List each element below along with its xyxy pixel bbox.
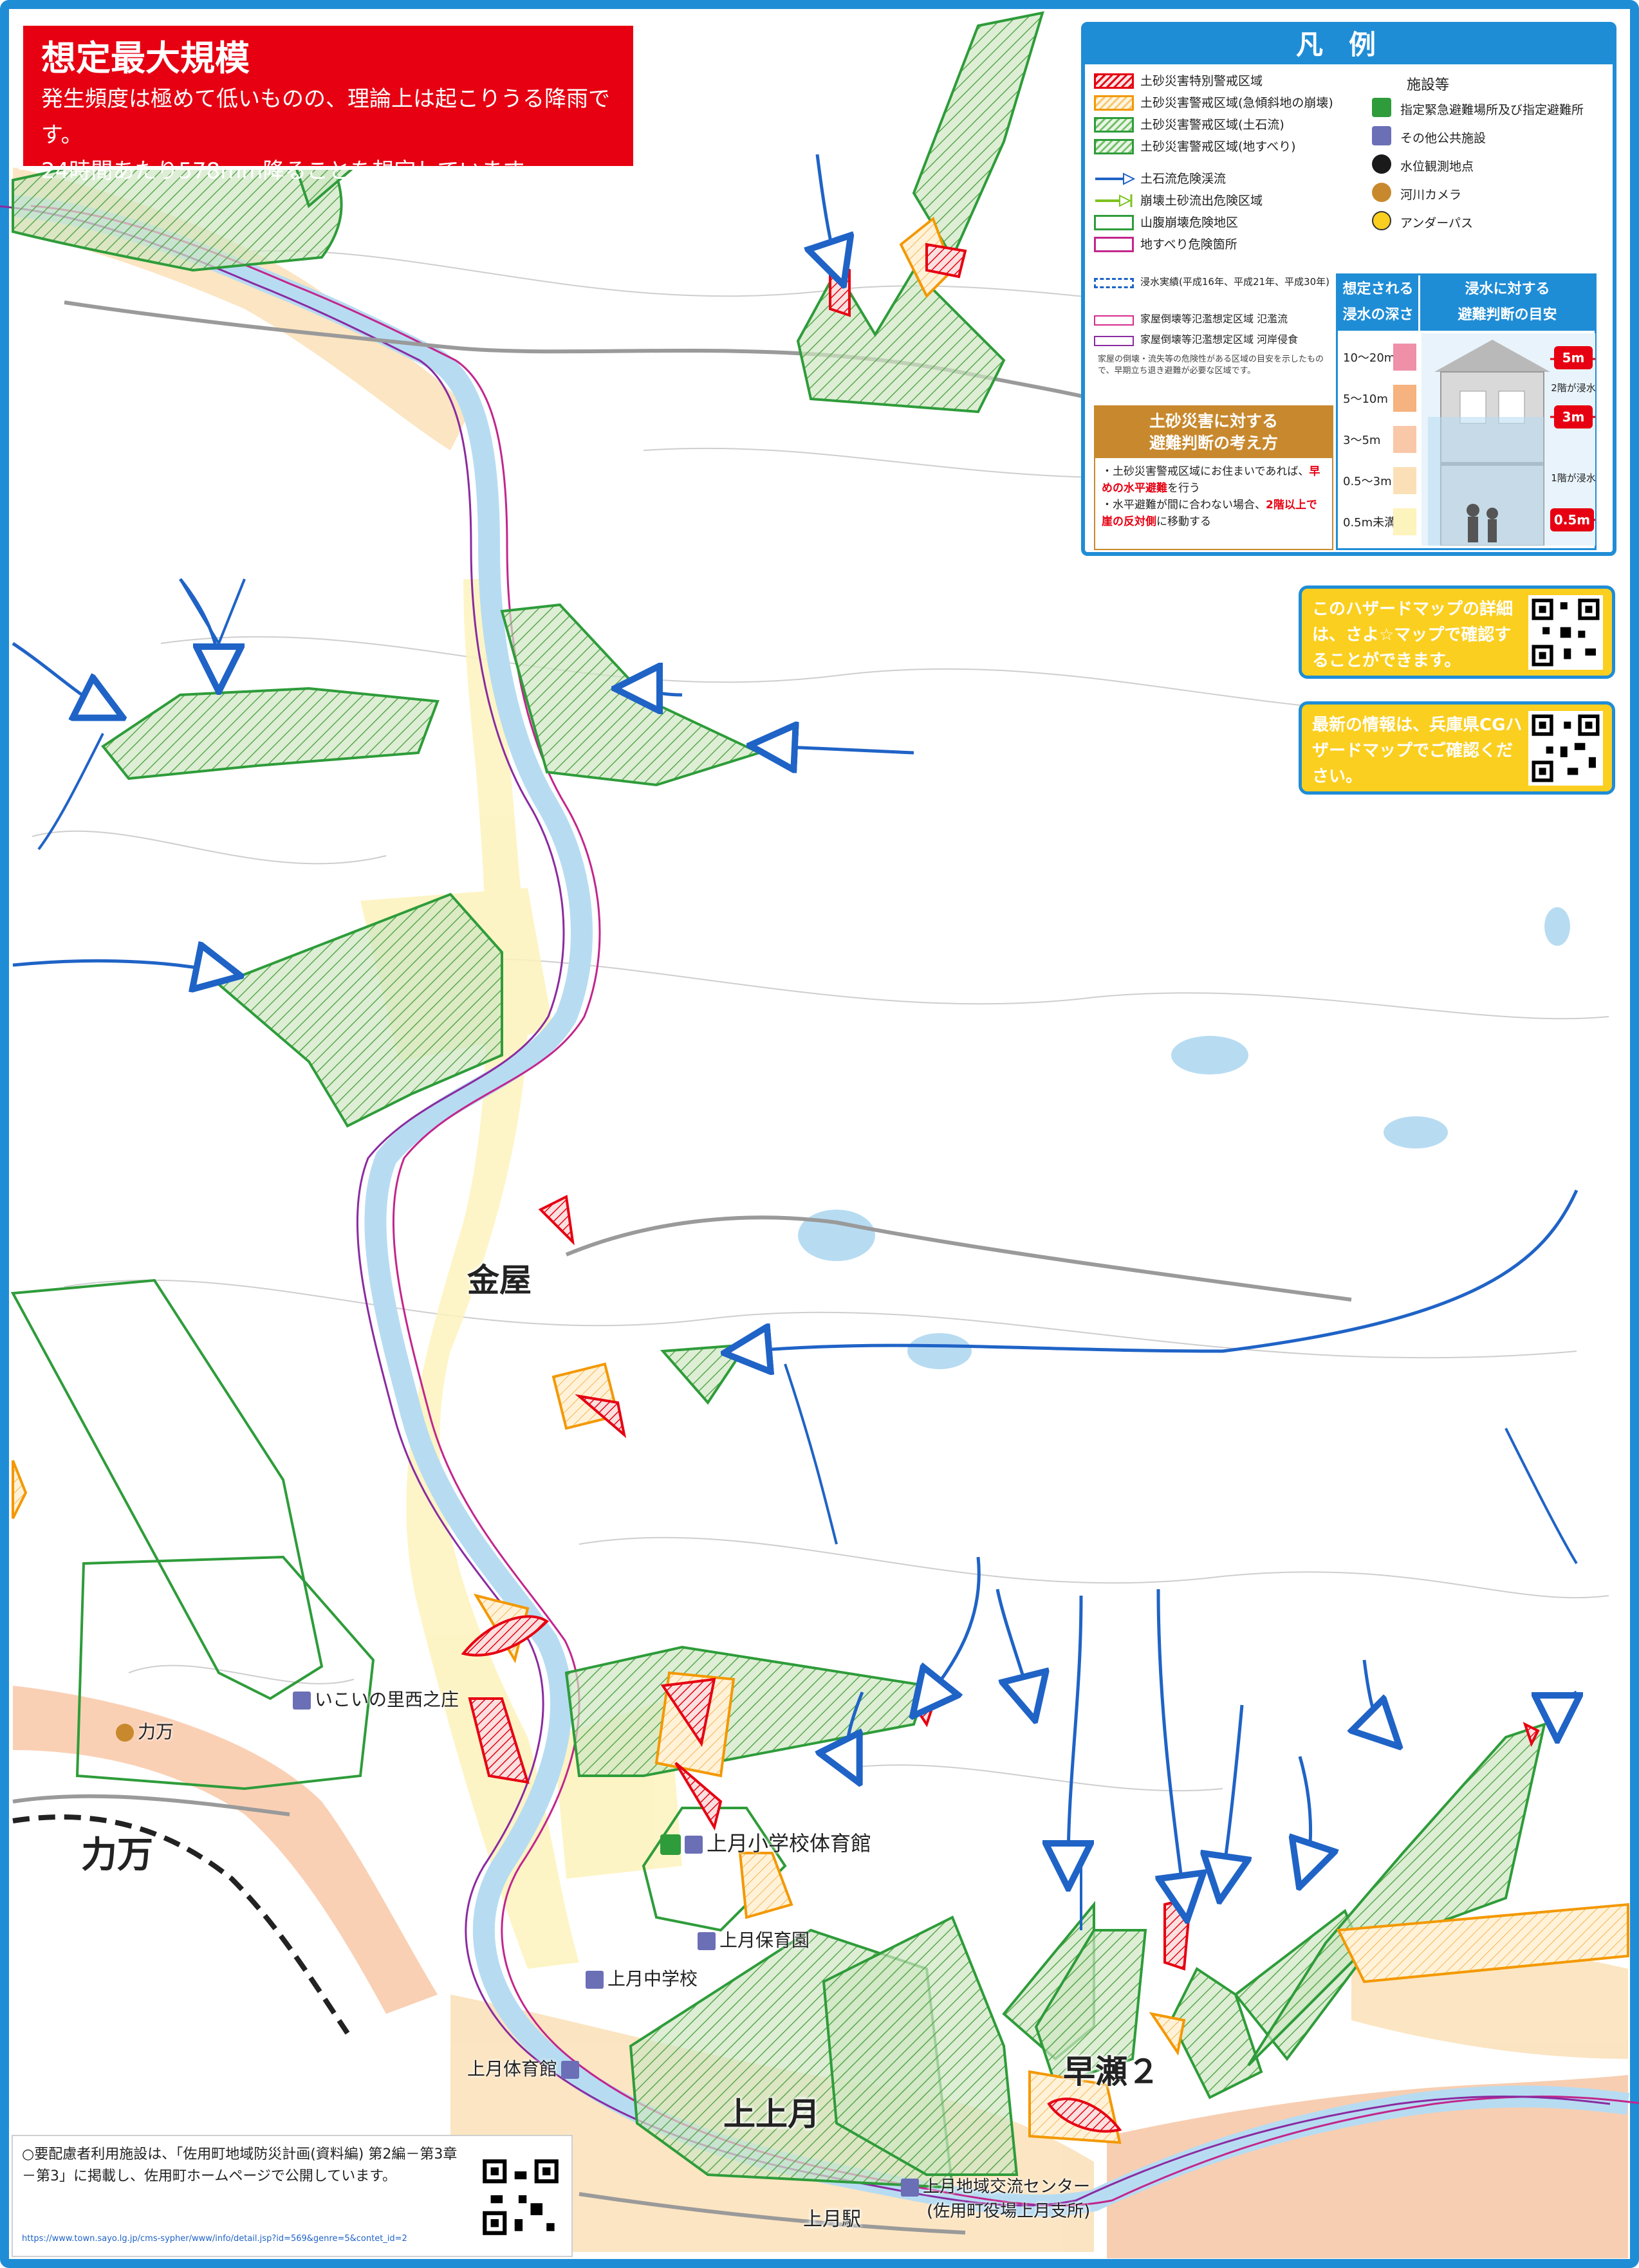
legend-zone-1: 土砂災害警戒区域(急傾斜地の崩壊)	[1140, 96, 1333, 110]
roads	[12, 300, 1352, 2235]
place-kamikazuki: 上上月	[723, 2096, 820, 2133]
marker-3m: 3m	[1562, 409, 1585, 425]
qr-code-icon	[479, 2155, 562, 2239]
legend-facility-4: アンダーパス	[1400, 216, 1474, 230]
hillside-collapse-zones	[10, 1278, 787, 1932]
bottom-note: ○要配慮者利用施設は、「佐用町地域防災計画(資料編) 第2編－第3章－第3」に掲…	[12, 2135, 573, 2257]
place-hayase: 早瀬２	[1063, 2053, 1160, 2090]
shelter-icon	[660, 1834, 681, 1855]
facility-center: 上月地域交流センター	[901, 2173, 1090, 2197]
legend-swatch-debris	[1094, 117, 1134, 133]
legend-swatch-collapse-flood	[1094, 315, 1134, 326]
legend-title: 凡例	[1085, 26, 1613, 64]
marker-05m: 0.5m	[1554, 512, 1590, 528]
depth-row-1: 5〜10m	[1338, 378, 1418, 417]
river-camera-icon	[1372, 183, 1391, 202]
title-line1: 発生頻度は極めて低いものの、理論上は起こりうる降雨です。	[41, 86, 610, 148]
title-line2: 24時間あたり578mm降ることを想定しています。	[41, 158, 544, 184]
stream-branches	[37, 578, 1578, 1930]
bottom-note-text: ○要配慮者利用施設は、「佐用町地域防災計画(資料編) 第2編－第3章－第3」に掲…	[22, 2146, 458, 2184]
depth-row-0: 10〜20m	[1338, 337, 1418, 376]
legend-line-3: 地すべり危険箇所	[1140, 237, 1237, 252]
house-flood-diagram: 5m 3m 2階が浸水 1階が浸水 0.5m	[1421, 333, 1595, 546]
legend-flood-record: 浸水実績(平成16年、平成21年、平成30年)	[1140, 276, 1329, 288]
legend-collapse-note: 家屋の倒壊・流失等の危険性がある区域の目安を示したもので、早期立ち退き避難が必要…	[1098, 355, 1324, 376]
legend-facility-2: 水位観測地点	[1400, 160, 1474, 174]
legend-facility-3: 河川カメラ	[1400, 188, 1462, 202]
legend-swatch-landslide-site	[1094, 237, 1134, 252]
steep-slope-zones	[12, 216, 1629, 2144]
legend-swatch-collapse-erosion	[1094, 336, 1134, 346]
public-building-icon	[561, 2061, 580, 2079]
underpass-icon	[1372, 211, 1391, 230]
flood-depth-legend: 想定される浸水の深さ 浸水に対する避難判断の目安 10〜20m 5〜10m 3〜…	[1336, 273, 1597, 550]
facility-junior-high: 上月中学校	[586, 1965, 698, 1991]
place-kanaya: 金屋	[467, 1262, 532, 1299]
legend-swatch-landslide	[1094, 139, 1134, 154]
title-banner: 想定最大規模 発生頻度は極めて低いものの、理論上は起こりうる降雨です。 24時間…	[19, 22, 637, 184]
legend-facilities-title: 施設等	[1407, 77, 1450, 93]
legend: 凡例 土砂災害特別警戒区域 土砂災害警戒区域(急傾斜地の崩壊) 土砂災害警戒区域…	[1081, 22, 1616, 556]
public-building-icon	[685, 1836, 703, 1854]
legend-line-0: 土石流危険渓流	[1140, 172, 1227, 186]
qr-box-hyogo-map[interactable]: 最新の情報は、兵庫県CGハザードマップでご確認ください。	[1299, 701, 1615, 795]
legend-zone-2: 土砂災害警戒区域(土石流)	[1140, 118, 1284, 132]
floor1-label: 1階が浸水	[1551, 472, 1595, 484]
public-building-icon	[293, 1692, 311, 1710]
sediment-guidance-box: 土砂災害に対する 避難判断の考え方 ・土砂災害警戒区域にお住まいであれば、早めの…	[1094, 405, 1333, 550]
legend-swatch-slope	[1094, 95, 1134, 111]
depth-row-2: 3〜5m	[1338, 419, 1418, 458]
debris-flow-streams	[12, 154, 1577, 1898]
legend-zone-0: 土砂災害特別警戒区域	[1140, 74, 1263, 88]
sediment-guidance-text: ・土砂災害警戒区域にお住まいであれば、早めの水平避難を行う ・水平避難が間に合わ…	[1102, 465, 1320, 528]
river-camera-icon	[116, 1724, 134, 1742]
qr-text-hyogo-map: 最新の情報は、兵庫県CGハザードマップでご確認ください。	[1312, 715, 1523, 786]
legend-stream-arrow-icon	[1095, 172, 1135, 185]
water-gauge-icon	[1372, 154, 1391, 174]
public-building-icon	[586, 1971, 604, 1989]
facility-rikiman-camera: 力万	[116, 1718, 174, 1744]
evacuation-head: 浸水に対する避難判断の目安	[1420, 275, 1595, 331]
public-building-icon	[698, 1932, 716, 1950]
shelter-icon	[1372, 98, 1391, 117]
bottom-note-url[interactable]: https://www.town.sayo.lg.jp/cms-sypher/w…	[22, 2234, 407, 2244]
public-building-icon	[901, 2178, 919, 2197]
depth-row-4: 0.5m未満	[1338, 502, 1418, 540]
place-station: 上月駅	[803, 2208, 861, 2231]
sediment-guidance-title: 土砂災害に対する 避難判断の考え方	[1095, 407, 1332, 458]
public-building-icon	[1372, 126, 1391, 145]
depth-head: 想定される浸水の深さ	[1338, 275, 1418, 331]
legend-swatch-flood-record	[1094, 278, 1134, 288]
legend-swatch-hillside	[1094, 215, 1134, 230]
legend-zone-3: 土砂災害警戒区域(地すべり)	[1140, 140, 1296, 154]
title-main: 想定最大規模	[41, 38, 250, 78]
qr-code-icon	[1528, 595, 1603, 670]
qr-box-sayo-map[interactable]: このハザードマップの詳細は、さよ☆マップで確認することができます。	[1299, 585, 1615, 679]
ponds	[798, 907, 1570, 1369]
floor2-label: 2階が浸水	[1551, 382, 1595, 394]
facility-school-gym: 上月小学校体育館	[660, 1827, 871, 1857]
qr-code-icon	[1528, 711, 1603, 786]
facility-ikoi: いこいの里西之庄	[293, 1686, 459, 1711]
legend-collapse-flood: 家屋倒壊等氾濫想定区域 氾濫流	[1140, 313, 1288, 325]
facility-nursery: 上月保育園	[698, 1926, 810, 1952]
legend-facility-1: その他公共施設	[1400, 131, 1486, 145]
railway	[12, 1814, 350, 2035]
legend-line-1: 崩壊土砂流出危険区域	[1140, 194, 1263, 208]
legend-outflow-arrow-icon	[1095, 194, 1133, 207]
facility-center-sub: (佐用町役場上月支所)	[927, 2202, 1091, 2221]
facility-gym: 上月体育館	[467, 2055, 583, 2081]
place-rikiman: 力万	[81, 1834, 153, 1876]
marker-5m: 5m	[1562, 350, 1585, 365]
legend-facility-0: 指定緊急避難場所及び指定避難所	[1400, 103, 1584, 117]
legend-line-2: 山腹崩壊危険地区	[1140, 216, 1239, 230]
depth-row-3: 0.5〜3m	[1338, 461, 1418, 499]
legend-collapse-erosion: 家屋倒壊等氾濫想定区域 河岸侵食	[1140, 333, 1299, 346]
qr-text-sayo-map: このハザードマップの詳細は、さよ☆マップで確認することができます。	[1312, 600, 1514, 670]
legend-swatch-special	[1094, 73, 1134, 89]
